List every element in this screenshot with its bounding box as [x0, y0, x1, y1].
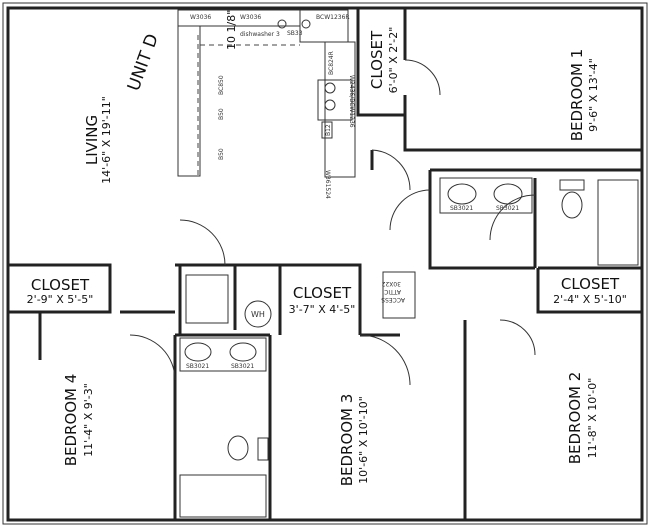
attic-label: ACCESS — [381, 296, 405, 303]
bath-fixtures: SB3021 SB3021 SB3021 SB3021 WH 30X22 ATT… — [179, 177, 639, 518]
sink-label: SB3021 — [186, 363, 209, 370]
cabinet-label: W3036 — [190, 14, 211, 21]
closet2-size: 2'-4" X 5'-10" — [553, 293, 627, 306]
bedroom4-name: BEDROOM 4 — [62, 374, 80, 467]
closet2-name: CLOSET — [561, 275, 620, 293]
sink-label: SB3021 — [231, 363, 254, 370]
cabinet-label: W361524 — [324, 170, 331, 199]
sink-label: SB3021 — [496, 205, 519, 212]
closet3-size: 3'-7" X 4'-5" — [289, 303, 356, 316]
water-heater — [244, 300, 272, 328]
attic-label: ATTIC — [384, 288, 401, 295]
closet3-name: CLOSET — [293, 284, 352, 302]
cabinet-label: B50 — [218, 148, 225, 160]
bedroom4-size: 11'-4" X 9'-3" — [82, 383, 95, 457]
interior-walls — [8, 8, 642, 520]
dishwasher-label: dishwasher 3 — [240, 31, 280, 38]
attic-access — [382, 271, 416, 319]
cabinet-label: SB33 — [287, 30, 303, 37]
kitchen: W3036 W3036 SB33 BCW1236R dishwasher 3 1… — [177, 9, 356, 199]
closet4-name: CLOSET — [31, 276, 90, 294]
cabinet-label: BC824R — [328, 51, 335, 75]
closet1-size: 6'-0" X 2'-2" — [387, 27, 400, 94]
washer-dryer — [185, 274, 229, 324]
water-heater-label: WH — [251, 310, 265, 319]
bedroom2-name: BEDROOM 2 — [566, 372, 584, 465]
bedroom2-size: 11'-8" X 10'-0" — [586, 378, 599, 459]
living-name: LIVING — [83, 115, 101, 165]
cabinet-label: B12 — [325, 124, 332, 136]
cabinet-label: BC850 — [218, 75, 225, 95]
kitchen-dimension: 10 1/8" — [225, 10, 238, 50]
bedroom1-size: 9'-6" X 13'-4" — [587, 58, 600, 132]
bedroom3-size: 10'-6" X 10'-10" — [357, 396, 370, 484]
cabinet-label: W3036 — [240, 14, 261, 21]
cabinet-label: W2436/BCW1236 — [348, 75, 355, 128]
attic-label: 30X22 — [381, 280, 401, 287]
unit-label: UNIT D — [124, 31, 163, 93]
living-size: 14'-6" X 19'-11" — [100, 96, 113, 184]
cabinet-label: B50 — [218, 108, 225, 120]
cabinet-label: BCW1236R — [316, 14, 350, 21]
sink-label: SB3021 — [450, 205, 473, 212]
bedroom3-name: BEDROOM 3 — [338, 394, 356, 487]
closet1-name: CLOSET — [368, 30, 386, 89]
closet4-size: 2'-9" X 5'-5" — [27, 293, 94, 306]
bedroom1-name: BEDROOM 1 — [568, 49, 586, 142]
